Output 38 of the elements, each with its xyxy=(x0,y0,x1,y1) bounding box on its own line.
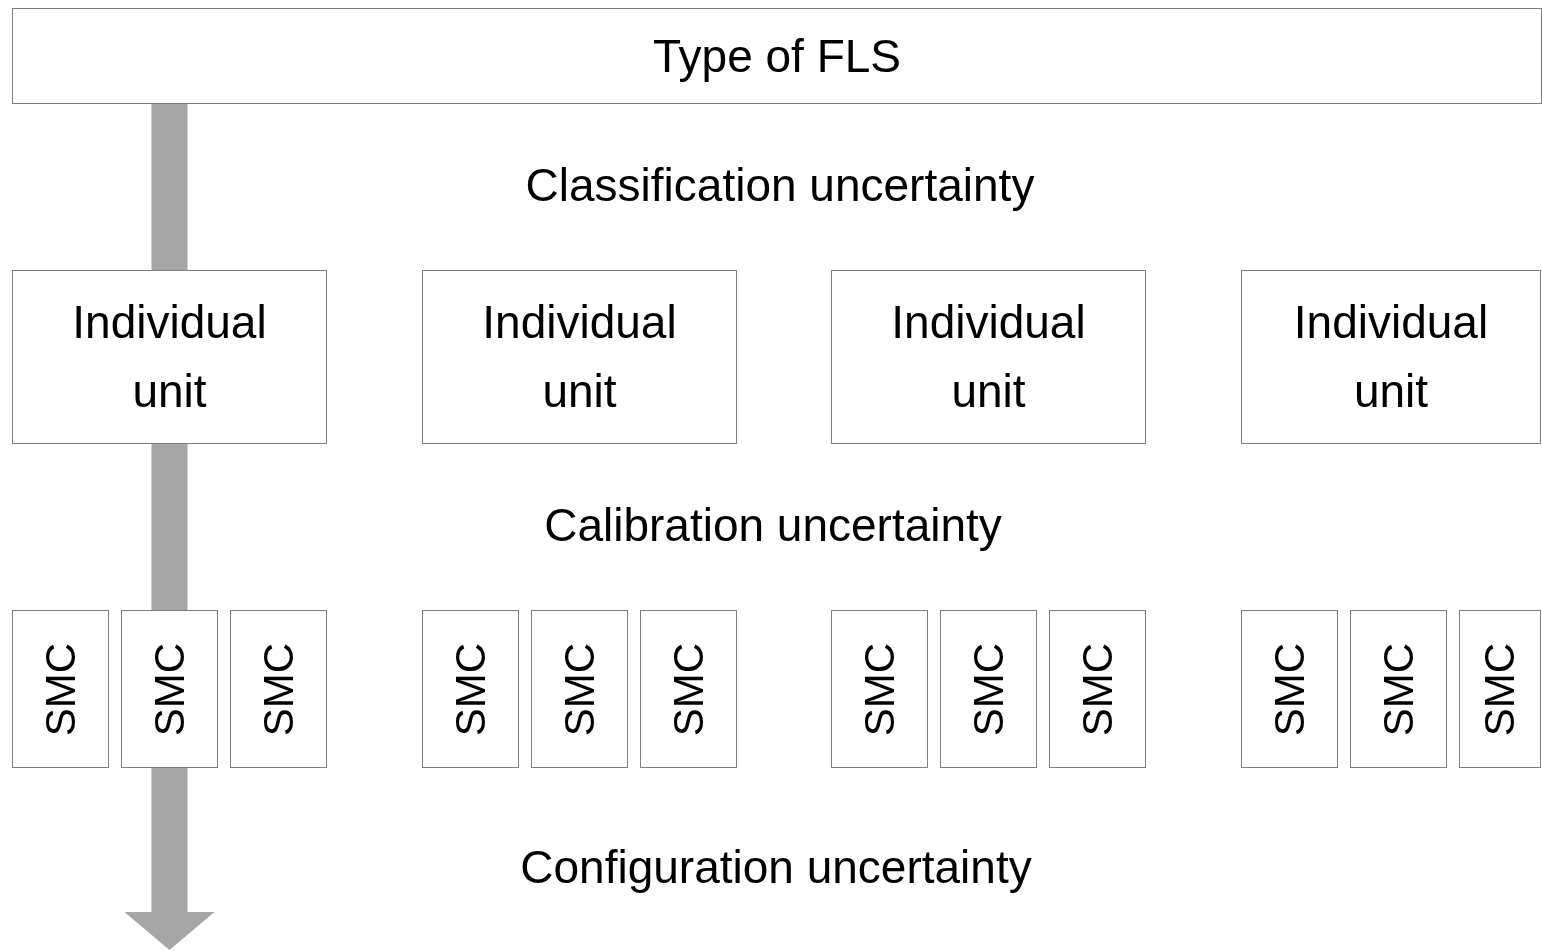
unit-label: Individual unit xyxy=(481,295,678,419)
arrow xyxy=(124,768,215,950)
smc-label: SMC xyxy=(1475,642,1525,736)
unit-label: Individual unit xyxy=(890,295,1087,419)
smc-box xyxy=(831,610,928,768)
unit-box xyxy=(12,270,327,444)
smc-box xyxy=(1241,610,1338,768)
title-text: Type of FLS xyxy=(653,28,901,84)
unit-label: Individual unit xyxy=(71,295,268,419)
smc-label: SMC xyxy=(555,642,604,736)
smc-label: SMC xyxy=(1073,642,1122,736)
smc-box xyxy=(1049,610,1146,768)
smc-label: SMC xyxy=(855,642,904,736)
smc-box xyxy=(121,610,218,768)
smc-box xyxy=(1459,610,1541,768)
unit-box xyxy=(831,270,1146,444)
smc-label: SMC xyxy=(964,642,1013,736)
smc-box xyxy=(230,610,327,768)
smc-label: SMC xyxy=(1265,642,1314,736)
level-label: Configuration uncertainty xyxy=(520,840,1032,894)
smc-box xyxy=(640,610,737,768)
unit-box xyxy=(422,270,737,444)
smc-label: SMC xyxy=(36,642,85,736)
smc-box xyxy=(531,610,628,768)
smc-label: SMC xyxy=(664,642,713,736)
level-label: Classification uncertainty xyxy=(525,158,1035,212)
smc-box xyxy=(1350,610,1447,768)
header-box xyxy=(12,8,1542,104)
unit-box xyxy=(1241,270,1541,444)
smc-label: SMC xyxy=(1374,642,1423,736)
level-label: Calibration uncertainty xyxy=(544,498,1002,552)
unit-label: Individual unit xyxy=(1292,295,1490,419)
smc-box xyxy=(422,610,519,768)
smc-label: SMC xyxy=(145,642,194,736)
smc-label: SMC xyxy=(254,642,303,736)
smc-label: SMC xyxy=(446,642,495,736)
smc-box xyxy=(940,610,1037,768)
smc-box xyxy=(12,610,109,768)
